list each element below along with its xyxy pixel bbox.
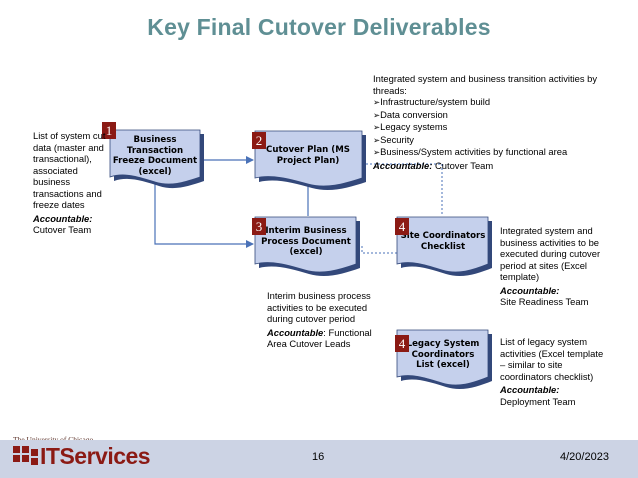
note-site-text: Integrated system and business activitie… (500, 225, 601, 282)
note-legacy: List of legacy system activities (Excel … (500, 336, 604, 407)
thread-item: Infrastructure/system build (373, 96, 603, 109)
doc-legacy-shape (396, 329, 492, 390)
doc-interim-shape (254, 216, 360, 277)
doc-site-label: Site Coordinators Checklist (400, 231, 486, 252)
doc-freeze-shape (109, 129, 204, 189)
note-site: Integrated system and business activitie… (500, 225, 604, 308)
note-site-accountable: Site Readiness Team (500, 296, 589, 307)
thread-item: Business/System activities by functional… (373, 146, 603, 159)
logo-icon (13, 446, 38, 465)
badge-interim: 3 (252, 218, 266, 235)
university-label: The University of Chicago (13, 435, 93, 444)
thread-item: Legacy systems (373, 121, 603, 134)
note-plan-intro: Integrated system and business transitio… (373, 73, 598, 96)
logo-text: ITServices (40, 443, 151, 469)
note-site-accountable-label: Accountable: (500, 284, 560, 296)
note-interim: Interim business process activities to b… (267, 290, 377, 350)
doc-plan-label: Cutover Plan (MS Project Plan) (266, 145, 350, 166)
page-number: 16 (312, 451, 325, 463)
doc-legacy-label: Legacy System Coordinators List (excel) (406, 339, 480, 370)
note-plan: Integrated system and business transitio… (373, 73, 603, 171)
note-freeze-text: List of system cut data (master and tran… (33, 130, 106, 210)
thread-item: Security (373, 134, 603, 147)
badge-freeze: 1 (102, 122, 116, 139)
note-interim-accountable: : Functional Area Cutover Leads (267, 326, 372, 350)
note-legacy-accountable: Deployment Team (500, 395, 576, 407)
cutover-diagram (109, 129, 492, 390)
note-plan-accountable: Cutover Team (435, 159, 494, 171)
badge-site: 4 (395, 218, 409, 235)
note-interim-accountable-label: Accountable (267, 326, 324, 338)
note-legacy-accountable-label: Accountable: (500, 384, 560, 395)
doc-plan-shape (254, 130, 366, 191)
doc-interim-label: Interim Business Process Document (excel… (261, 226, 351, 257)
note-plan-threads: Infrastructure/system build Data convers… (373, 96, 603, 159)
badge-legacy: 4 (395, 335, 409, 352)
slide-date: 4/20/2023 (560, 451, 609, 463)
note-interim-text: Interim business process activities to b… (267, 290, 371, 324)
connector-freeze-to-interim (154, 180, 254, 248)
doc-site-shape (396, 216, 492, 277)
footer-band (0, 440, 638, 478)
connector-site-to-legacy (361, 246, 397, 254)
doc-freeze-label: Business Transaction Freeze Document (ex… (112, 135, 198, 177)
badge-plan: 2 (252, 132, 266, 149)
note-legacy-text: List of legacy system activities (Excel … (500, 336, 604, 382)
note-freeze-accountable: Cutover Team (33, 224, 92, 235)
thread-item: Data conversion (373, 109, 603, 122)
note-plan-accountable-label: Accountable: (373, 159, 433, 171)
note-freeze-accountable-label: Accountable: (33, 212, 93, 224)
slide-title: Key Final Cutover Deliverables (147, 14, 491, 40)
note-freeze: List of system cut data (master and tran… (33, 130, 113, 236)
